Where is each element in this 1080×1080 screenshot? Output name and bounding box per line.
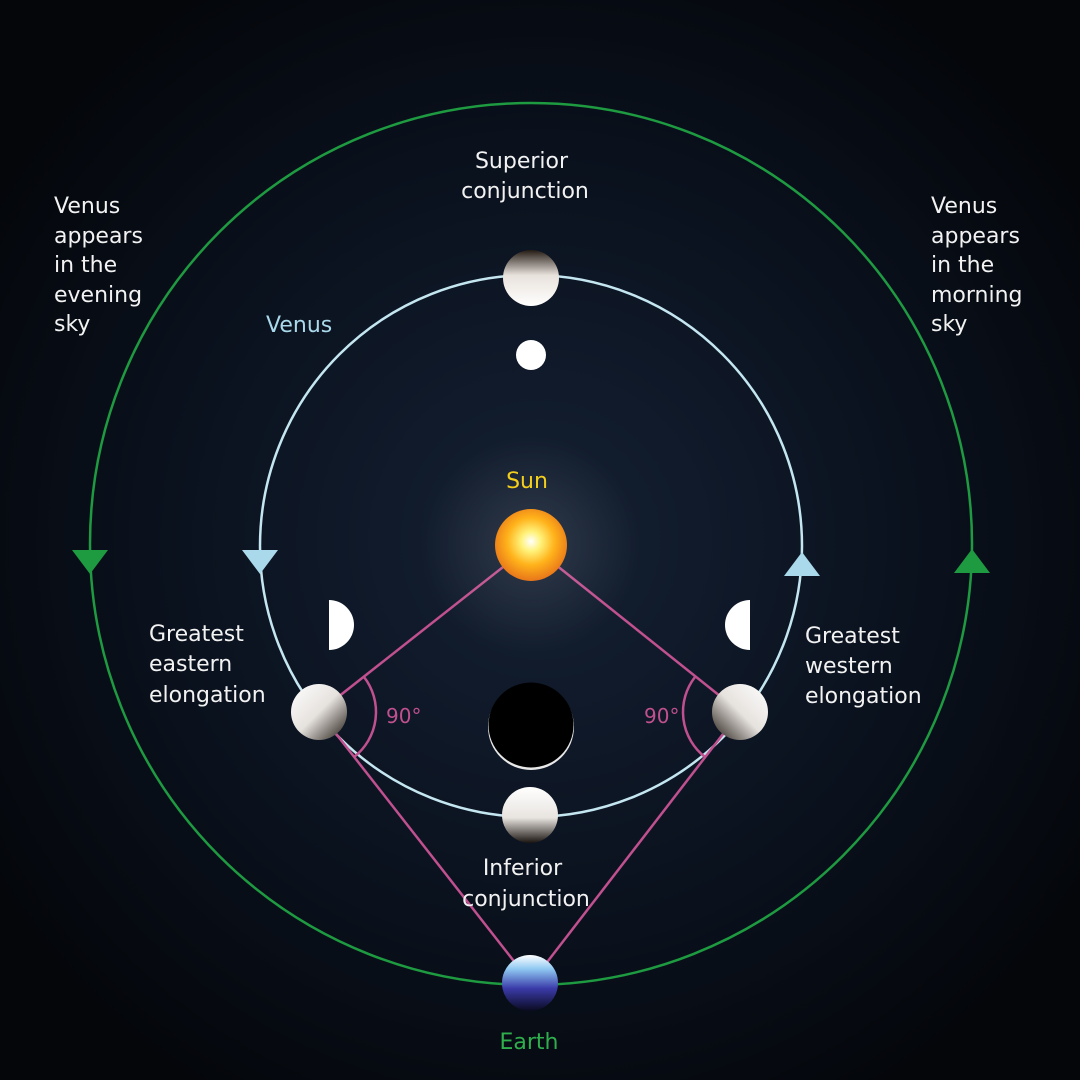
morning-sky-label: Venus appears in the morning sky	[931, 194, 1030, 337]
orbit-direction-arrow-icon	[72, 550, 108, 574]
venus-phase-icon	[291, 684, 347, 740]
label-line: Venus	[931, 194, 997, 219]
label-line: sky	[54, 312, 90, 337]
label-line: appears	[54, 224, 143, 249]
venus-phase-icon	[329, 600, 354, 650]
label-line: western	[805, 654, 893, 679]
label-line: Greatest	[149, 622, 244, 647]
right-angle-arc-left	[353, 676, 378, 758]
superior-conjunction-label: Superior conjunction	[461, 149, 589, 204]
label-line: elongation	[149, 683, 266, 708]
orbit-direction-arrow-icon	[784, 552, 820, 576]
earth-label: Earth	[500, 1030, 559, 1055]
venus-orbit-label: Venus	[266, 313, 332, 338]
label-line: evening	[54, 283, 142, 308]
orbit-direction-arrow-icon	[242, 550, 278, 574]
sun-label: Sun	[506, 469, 548, 494]
label-line: Inferior	[483, 856, 563, 881]
venus-phase-icon	[712, 684, 768, 740]
label-line: elongation	[805, 684, 922, 709]
label-line: in the	[931, 253, 994, 278]
inferior-conjunction-label: Inferior conjunction	[462, 856, 590, 912]
label-line: Greatest	[805, 624, 900, 649]
right-angle-arc-right	[681, 676, 706, 758]
venus-phase-icon	[516, 340, 546, 370]
evening-sky-label: Venus appears in the evening sky	[54, 194, 150, 337]
label-line: sky	[931, 312, 967, 337]
label-line: in the	[54, 253, 117, 278]
venus-new-phase-shadow	[488, 682, 574, 768]
greatest-eastern-elongation-label: Greatest eastern elongation	[149, 622, 266, 708]
greatest-western-elongation-label: Greatest western elongation	[805, 624, 922, 709]
label-line: conjunction	[461, 179, 589, 204]
sun-icon	[495, 509, 567, 581]
angle-label-right: 90°	[644, 704, 679, 728]
label-line: eastern	[149, 652, 232, 677]
venus-phase-icon	[503, 250, 559, 306]
venus-phase-icon	[502, 787, 558, 843]
label-line: Superior	[475, 149, 569, 174]
label-line: conjunction	[462, 887, 590, 912]
label-line: Venus	[54, 194, 120, 219]
earth-icon	[502, 955, 558, 1011]
angle-label-left: 90°	[386, 704, 421, 728]
label-line: appears	[931, 224, 1020, 249]
label-line: morning	[931, 283, 1023, 308]
venus-phase-icon	[725, 600, 750, 650]
orbit-direction-arrow-icon	[954, 549, 990, 573]
